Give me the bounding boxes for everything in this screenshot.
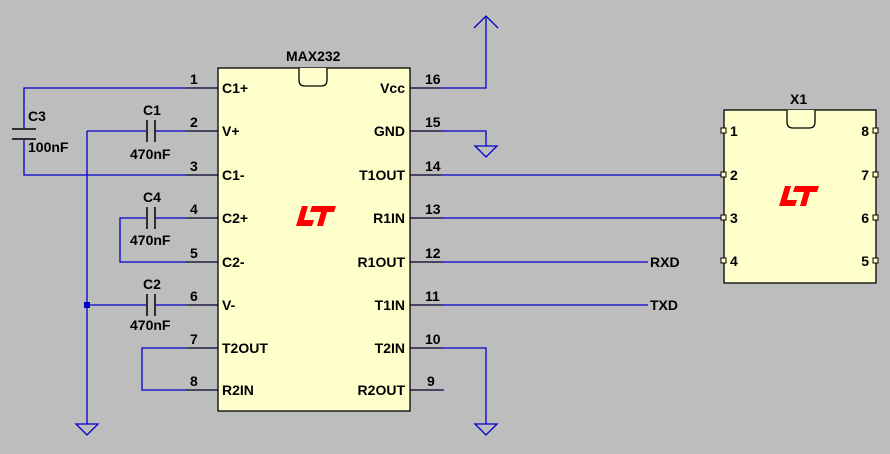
pin-number: 13 xyxy=(425,201,441,217)
pin-label: R2OUT xyxy=(358,382,406,398)
pin-label: T1IN xyxy=(375,297,405,313)
ic-name: MAX232 xyxy=(286,48,341,64)
cap-value: 100nF xyxy=(28,139,69,155)
wire-c3-top xyxy=(23,87,218,128)
connector-pin-number: 5 xyxy=(861,253,869,269)
connector-notch xyxy=(786,110,816,129)
connector-pin-number: 2 xyxy=(730,167,738,183)
connector-pin-number: 3 xyxy=(730,210,738,226)
pin-label: V+ xyxy=(222,123,240,139)
wire-t2in xyxy=(410,347,487,424)
ground-icon xyxy=(74,423,100,436)
pin-label: C1+ xyxy=(222,80,248,96)
connector-pin-number: 1 xyxy=(730,123,738,139)
pin-label: C2- xyxy=(222,254,245,270)
pin-number: 1 xyxy=(190,71,198,87)
cap-name: C4 xyxy=(143,189,161,205)
pin-number: 4 xyxy=(190,201,198,217)
capacitor-c2[interactable]: C2 470nF xyxy=(130,276,171,333)
connector-name: X1 xyxy=(790,91,807,107)
pin-label: Vcc xyxy=(380,80,405,96)
pin-number: 16 xyxy=(425,71,441,87)
lt-logo-icon xyxy=(296,206,336,226)
pin-number: 7 xyxy=(190,331,198,347)
ground-icon xyxy=(473,423,499,436)
ic-body xyxy=(217,67,411,412)
pin-number: 15 xyxy=(425,114,441,130)
cap-name: C1 xyxy=(143,102,161,118)
pin-label: GND xyxy=(374,123,405,139)
pin-label: V- xyxy=(222,297,236,313)
connector-pin-number: 7 xyxy=(861,167,869,183)
pin-label: C1- xyxy=(222,167,245,183)
cap-name: C3 xyxy=(28,108,46,124)
ic-right-pin-lines xyxy=(410,87,442,391)
pin-label: R1OUT xyxy=(358,254,406,270)
pin-number: 2 xyxy=(190,114,198,130)
pin-number: 6 xyxy=(190,288,198,304)
pin-number: 11 xyxy=(425,288,440,304)
pin-number: 5 xyxy=(190,245,198,261)
lt-logo-icon xyxy=(779,186,819,206)
pin-label: T1OUT xyxy=(359,167,405,183)
cap-name: C2 xyxy=(143,276,161,292)
ic-notch xyxy=(298,68,328,87)
connector-x1[interactable]: X1 1 2 3 4 8 7 6 5 xyxy=(720,91,879,284)
supply-arrow-icon xyxy=(473,15,499,29)
cap-value: 470nF xyxy=(130,232,171,248)
pin-label: R2IN xyxy=(222,382,254,398)
pin-number: 10 xyxy=(425,331,441,347)
wire-gnd-15 xyxy=(410,130,487,146)
net-label-rxd: RXD xyxy=(650,254,680,270)
cap-value: 470nF xyxy=(130,317,171,333)
ground-icon xyxy=(473,145,499,158)
connector-pin-number: 8 xyxy=(861,123,869,139)
ic-max232[interactable]: MAX232 1 2 3 4 5 6 7 8 C1+ V+ C1- C2+ C2… xyxy=(186,48,442,412)
wire-loopback xyxy=(141,347,218,391)
connector-body xyxy=(723,109,877,284)
net-label-txd: TXD xyxy=(650,297,678,313)
pin-label: R1IN xyxy=(373,210,405,226)
connector-pin-number: 4 xyxy=(730,253,738,269)
pin-number: 8 xyxy=(190,373,198,389)
pin-label: T2IN xyxy=(375,340,405,356)
pin-number: 3 xyxy=(190,158,198,174)
capacitor-c3[interactable]: C3 100nF xyxy=(12,108,69,155)
pin-label: T2OUT xyxy=(222,340,268,356)
wire-c3-bottom xyxy=(23,140,218,176)
connector-pin-markers xyxy=(720,127,879,264)
pin-label: C2+ xyxy=(222,210,248,226)
connector-pin-number: 6 xyxy=(861,210,869,226)
ic-left-pin-lines xyxy=(186,87,218,391)
pin-number: 9 xyxy=(427,373,435,389)
wire-c4-loop xyxy=(119,217,218,263)
cap-value: 470nF xyxy=(130,146,171,162)
capacitor-c1[interactable]: C1 470nF xyxy=(130,102,171,162)
capacitor-c4[interactable]: C4 470nF xyxy=(130,189,171,248)
pin-number: 14 xyxy=(425,158,441,174)
pin-number: 12 xyxy=(425,245,441,261)
